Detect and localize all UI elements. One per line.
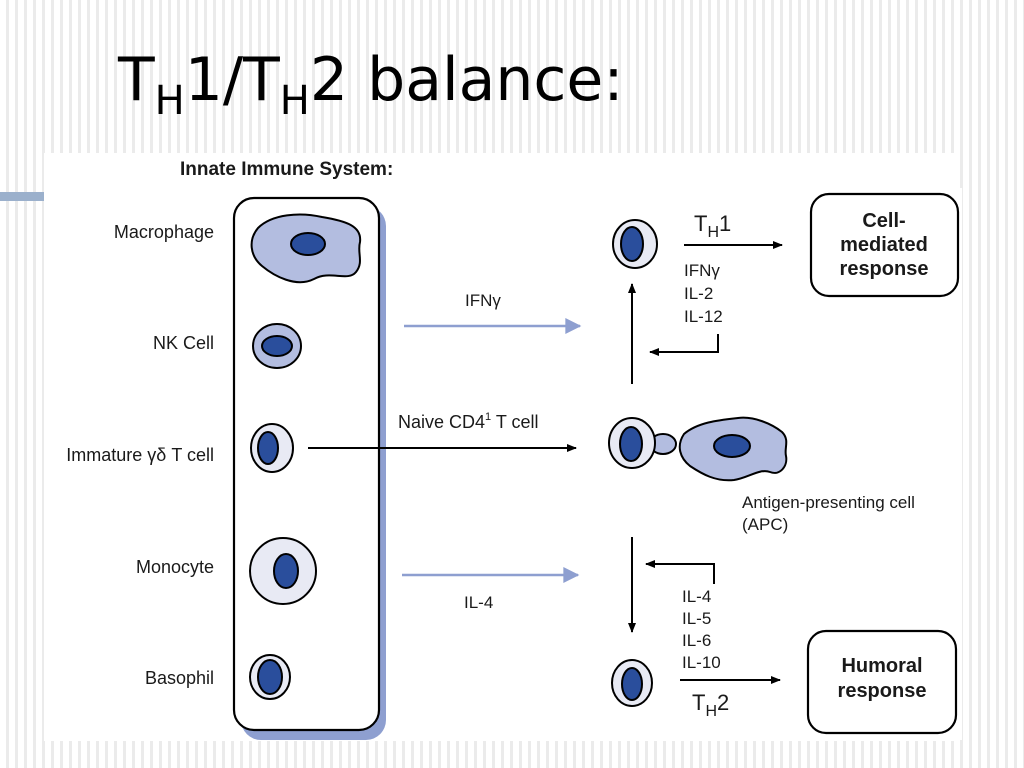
il4-label: IL-4 bbox=[464, 593, 493, 612]
th1-cytokine-ifn: IFNγ bbox=[684, 261, 720, 280]
monocyte-cell bbox=[249, 537, 317, 605]
th2-cytokine-il10: IL-10 bbox=[682, 653, 721, 672]
label-macrophage: Macrophage bbox=[114, 222, 214, 242]
title-t: T bbox=[118, 45, 155, 115]
th2-label-t: T bbox=[692, 690, 705, 715]
naive-t-cell-text: Naive CD4 bbox=[398, 412, 485, 432]
th1-label-sub: H bbox=[707, 224, 719, 241]
th1-label-t: T bbox=[694, 211, 707, 236]
label-basophil: Basophil bbox=[145, 668, 214, 688]
humoral-line1: Humoral bbox=[841, 655, 922, 677]
title-mid: 1/T bbox=[184, 45, 280, 115]
humoral-response-box: Humoral response bbox=[806, 629, 958, 735]
basophil-cell bbox=[249, 654, 291, 700]
title-sub-h: H bbox=[154, 78, 185, 124]
th1-label: TH1 bbox=[694, 211, 731, 241]
th1-cell bbox=[612, 219, 658, 269]
ifn-gamma-label: IFNγ bbox=[465, 291, 501, 310]
naive-t-cell-sup: 1 bbox=[485, 411, 491, 423]
apc-label-line2: (APC) bbox=[742, 515, 788, 534]
th1-label-num: 1 bbox=[719, 211, 731, 236]
th2-cytokine-il5: IL-5 bbox=[682, 609, 711, 628]
th1-feedback-arrow bbox=[649, 334, 719, 356]
th2-label: TH2 bbox=[692, 690, 729, 720]
decorative-bar bbox=[0, 192, 60, 201]
cell-mediated-line2: mediated bbox=[840, 234, 928, 256]
th1-cytokine-il2: IL-2 bbox=[684, 284, 713, 303]
cell-mediated-line3: response bbox=[840, 258, 929, 280]
cell-mediated-line1: Cell- bbox=[862, 210, 905, 232]
humoral-line2: response bbox=[838, 680, 927, 702]
apc-label-line1: Antigen-presenting cell bbox=[742, 493, 915, 512]
th2-label-num: 2 bbox=[717, 690, 729, 715]
macrophage-nucleus bbox=[290, 232, 326, 256]
th2-cell bbox=[611, 659, 653, 707]
th2-feedback-arrow bbox=[645, 560, 715, 584]
nk-cell bbox=[252, 323, 302, 369]
label-nk-cell: NK Cell bbox=[153, 333, 214, 353]
cell-mediated-response-box: Cell- mediated response bbox=[809, 192, 960, 298]
label-monocyte: Monocyte bbox=[136, 557, 214, 577]
th2-cytokine-il4: IL-4 bbox=[682, 587, 711, 606]
title-end: 2 balance: bbox=[309, 45, 624, 115]
naive-t-cell-label: Naive CD41 T cell bbox=[398, 411, 539, 432]
naive-t-cell-nucleus bbox=[619, 426, 643, 462]
diagram-figure-edge bbox=[940, 188, 962, 740]
th1-cytokine-il12: IL-12 bbox=[684, 307, 723, 326]
title-sub-h2: H bbox=[279, 78, 310, 124]
immature-gd-t-cell bbox=[250, 423, 294, 473]
th2-cytokine-il6: IL-6 bbox=[682, 631, 711, 650]
slide-title: TH1/TH2 balance: bbox=[118, 44, 624, 137]
th2-label-sub: H bbox=[705, 703, 717, 720]
naive-t-cell-suffix: T cell bbox=[491, 412, 538, 432]
apc-nucleus bbox=[713, 434, 751, 458]
label-immature-gd-t-cell: Immature γδ T cell bbox=[66, 445, 214, 465]
macrophage-cell bbox=[250, 213, 362, 284]
naive-t-cell-apc-complex bbox=[608, 416, 788, 482]
innate-header: Innate Immune System: bbox=[180, 159, 393, 180]
